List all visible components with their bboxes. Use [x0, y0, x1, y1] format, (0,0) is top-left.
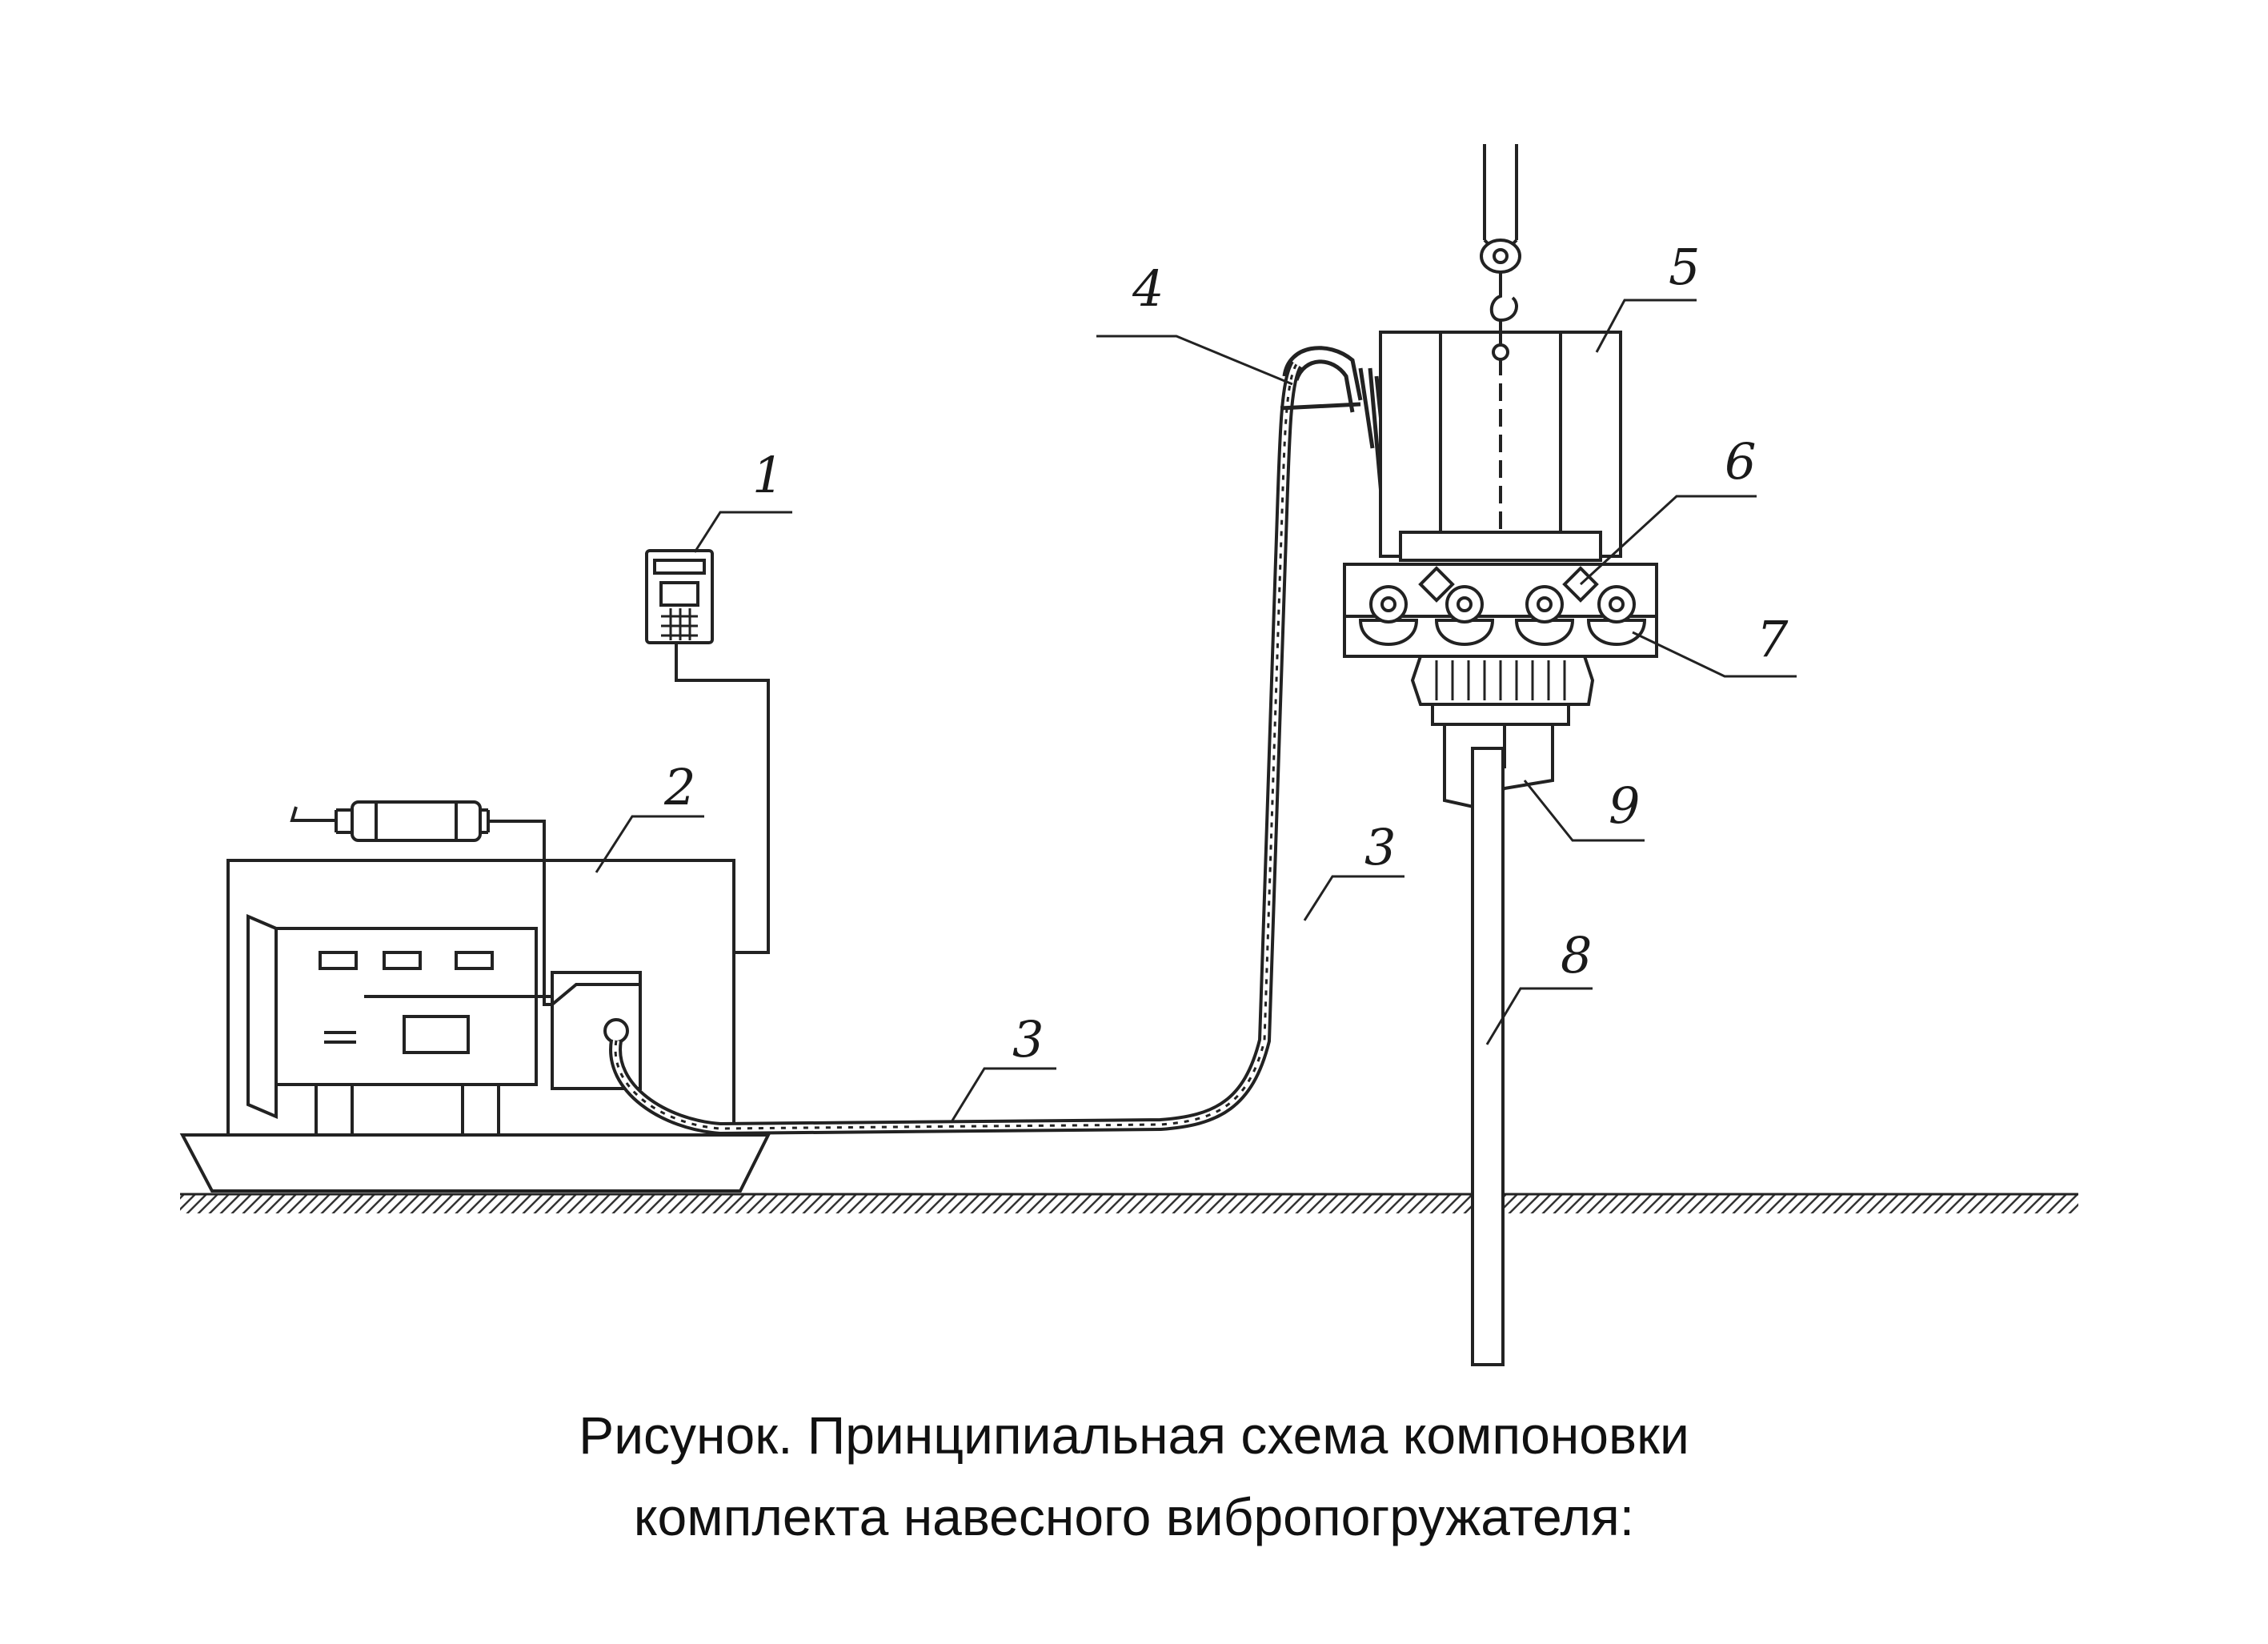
leader-1: [693, 511, 792, 553]
hanger-block: [1379, 331, 1622, 608]
label-4: 4: [1132, 259, 1164, 318]
label-3-lower: 3: [1012, 1010, 1044, 1069]
leader-3a: [951, 1067, 1056, 1121]
eccentric-2: [1434, 585, 1495, 646]
label-1: 1: [752, 446, 783, 504]
label-7: 7: [1757, 610, 1789, 668]
eccentric-3: [1514, 585, 1575, 646]
hose-holder: [1280, 346, 1395, 529]
leader-3b: [1303, 875, 1404, 921]
vibrator-body: [1343, 563, 1658, 726]
leader-4: [1096, 335, 1293, 386]
leader-5: [1595, 299, 1697, 353]
crane-hook: [1480, 144, 1521, 344]
control-panel: [645, 549, 770, 954]
eccentric-1: [1358, 585, 1419, 646]
leader-9: [1523, 780, 1645, 842]
label-5: 5: [1669, 238, 1700, 296]
leader-2: [595, 815, 704, 873]
hydraulic-hose: [609, 360, 1303, 1136]
ground: [180, 1193, 2078, 1213]
leader-8: [1485, 987, 1593, 1045]
label-6: 6: [1725, 432, 1756, 491]
pile: [1471, 747, 1505, 1366]
caption-line-1: Рисунок. Принципиальная схема компоновки: [579, 1405, 1689, 1465]
label-2: 2: [663, 758, 695, 816]
label-8: 8: [1561, 926, 1592, 984]
generator-unit: [179, 800, 771, 1193]
leader-lines: [595, 299, 1797, 1121]
caption-line-2: комплекта навесного вибропогружателя:: [633, 1487, 1635, 1546]
label-3-upper: 3: [1364, 818, 1396, 876]
label-9: 9: [1609, 776, 1640, 835]
leader-6: [1579, 495, 1757, 586]
eccentric-4: [1586, 585, 1647, 646]
leader-7: [1632, 631, 1797, 678]
